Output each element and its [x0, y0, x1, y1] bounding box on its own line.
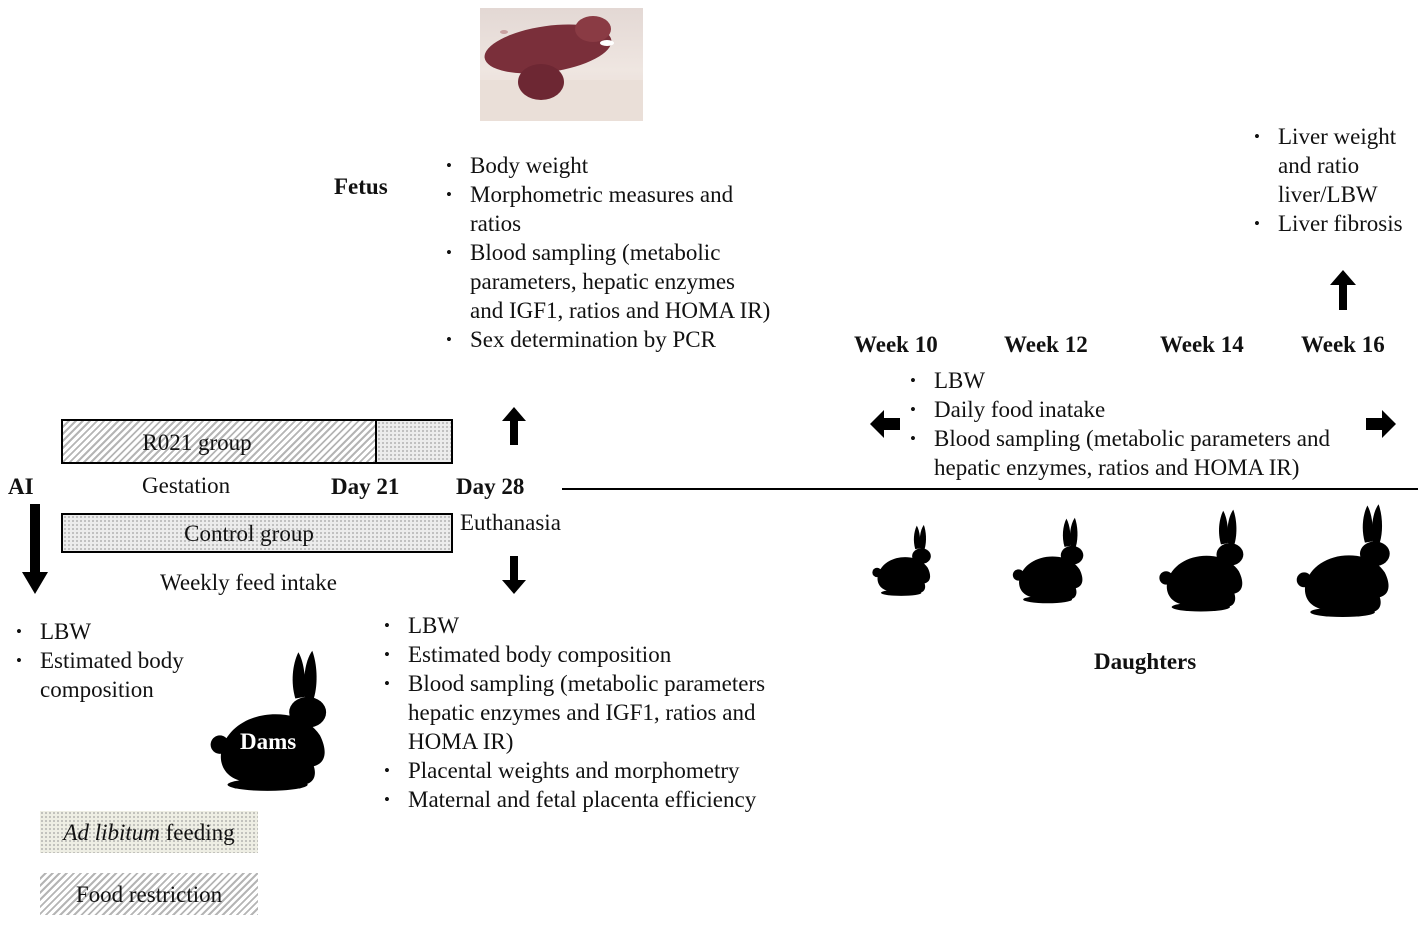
legend-food-restriction-label: Food restriction: [75, 881, 223, 907]
day28-label: Day 28: [456, 474, 525, 499]
list-item-continuation: composition: [40, 677, 154, 702]
list-item: Sex determination by PCR: [444, 325, 770, 354]
r021-group-label: R021 group: [142, 429, 252, 455]
list-item: LBW: [908, 366, 1330, 395]
rabbit-icon-week14: [1159, 509, 1244, 612]
list-item: ratios: [444, 209, 770, 238]
list-item: Estimated body: [14, 646, 184, 675]
rabbit-icon-week16: [1296, 504, 1390, 618]
timeline-axis: [562, 488, 1418, 490]
list-item-continuation: and IGF1, ratios and HOMA IR): [470, 298, 771, 323]
list-item: hepatic enzymes, ratios and HOMA IR): [908, 453, 1330, 482]
list-item-continuation: parameters, hepatic enzymes: [470, 269, 736, 294]
dams-title: Dams: [240, 729, 297, 754]
arrow-right-daughters: [1366, 410, 1396, 438]
weekly-feed-intake-label: Weekly feed intake: [160, 570, 337, 595]
fetus-measurements-list: Body weight Morphometric measures and ra…: [444, 151, 770, 354]
ai-label: AI: [8, 474, 34, 499]
week16-measurements-list: Liver weight and ratio liver/LBW Liver f…: [1252, 122, 1403, 238]
list-item: Daily food inatake: [908, 395, 1330, 424]
list-item: Blood sampling (metabolic: [444, 238, 770, 267]
rabbit-icon-dams: [210, 650, 327, 791]
list-item-continuation: HOMA IR): [408, 729, 514, 754]
ai-measurements-list: LBW Estimated body composition: [14, 617, 184, 704]
list-item: Body weight: [444, 151, 770, 180]
daughters-period-list: LBW Daily food inatake Blood sampling (m…: [908, 366, 1330, 482]
legend-ad-libitum-rest: feeding: [159, 819, 235, 845]
list-item: liver/LBW: [1252, 180, 1403, 209]
list-item: and IGF1, ratios and HOMA IR): [444, 296, 770, 325]
arrow-down-ai: [22, 504, 48, 594]
day28-measurements-list: LBW Estimated body composition Blood sam…: [382, 611, 765, 814]
week-16-label: Week 16: [1301, 332, 1385, 357]
week-14-label: Week 14: [1160, 332, 1244, 357]
list-item: HOMA IR): [382, 727, 765, 756]
week-10-label: Week 10: [854, 332, 938, 357]
legend-ad-libitum-italic: Ad libitum: [63, 819, 160, 845]
list-item: Maternal and fetal placenta efficiency: [382, 785, 765, 814]
fetus-photo: [480, 8, 643, 121]
r021-day21-segment: [375, 419, 453, 464]
rabbit-icon-week10: [872, 524, 931, 596]
list-item-continuation: hepatic enzymes, ratios and HOMA IR): [934, 455, 1300, 480]
list-item: composition: [14, 675, 184, 704]
list-item: Morphometric measures and: [444, 180, 770, 209]
list-item: Liver weight: [1252, 122, 1403, 151]
list-item: Placental weights and morphometry: [382, 756, 765, 785]
arrow-down-dams: [502, 556, 526, 594]
list-item: LBW: [382, 611, 765, 640]
list-item: Liver fibrosis: [1252, 209, 1403, 238]
list-item-continuation: hepatic enzymes and IGF1, ratios and: [408, 700, 756, 725]
list-item-continuation: ratios: [470, 211, 522, 236]
list-item-continuation: and ratio: [1278, 153, 1360, 178]
week-12-label: Week 12: [1004, 332, 1088, 357]
r021-group-bar: [61, 419, 377, 464]
legend-ad-libitum: Ad libitum feeding: [40, 811, 258, 853]
rabbit-icon-week12: [1012, 517, 1084, 604]
daughters-title: Daughters: [1094, 649, 1197, 674]
list-item: parameters, hepatic enzymes: [444, 267, 770, 296]
list-item: Estimated body composition: [382, 640, 765, 669]
list-item: and ratio: [1252, 151, 1403, 180]
list-item: Blood sampling (metabolic parameters: [382, 669, 765, 698]
control-group-label: Control group: [184, 520, 314, 546]
list-item: hepatic enzymes and IGF1, ratios and: [382, 698, 765, 727]
day21-label: Day 21: [331, 474, 400, 499]
control-group-bar: [61, 513, 453, 553]
arrow-up-week16: [1330, 270, 1356, 310]
list-item-continuation: liver/LBW: [1278, 182, 1378, 207]
arrow-up-fetus: [502, 407, 526, 445]
fetus-title: Fetus: [334, 174, 388, 199]
list-item: LBW: [14, 617, 184, 646]
gestation-label: Gestation: [142, 473, 231, 498]
legend-food-restriction: Food restriction: [40, 873, 258, 915]
euthanasia-label: Euthanasia: [460, 510, 561, 535]
arrow-left-daughters: [870, 410, 900, 438]
list-item: Blood sampling (metabolic parameters and: [908, 424, 1330, 453]
